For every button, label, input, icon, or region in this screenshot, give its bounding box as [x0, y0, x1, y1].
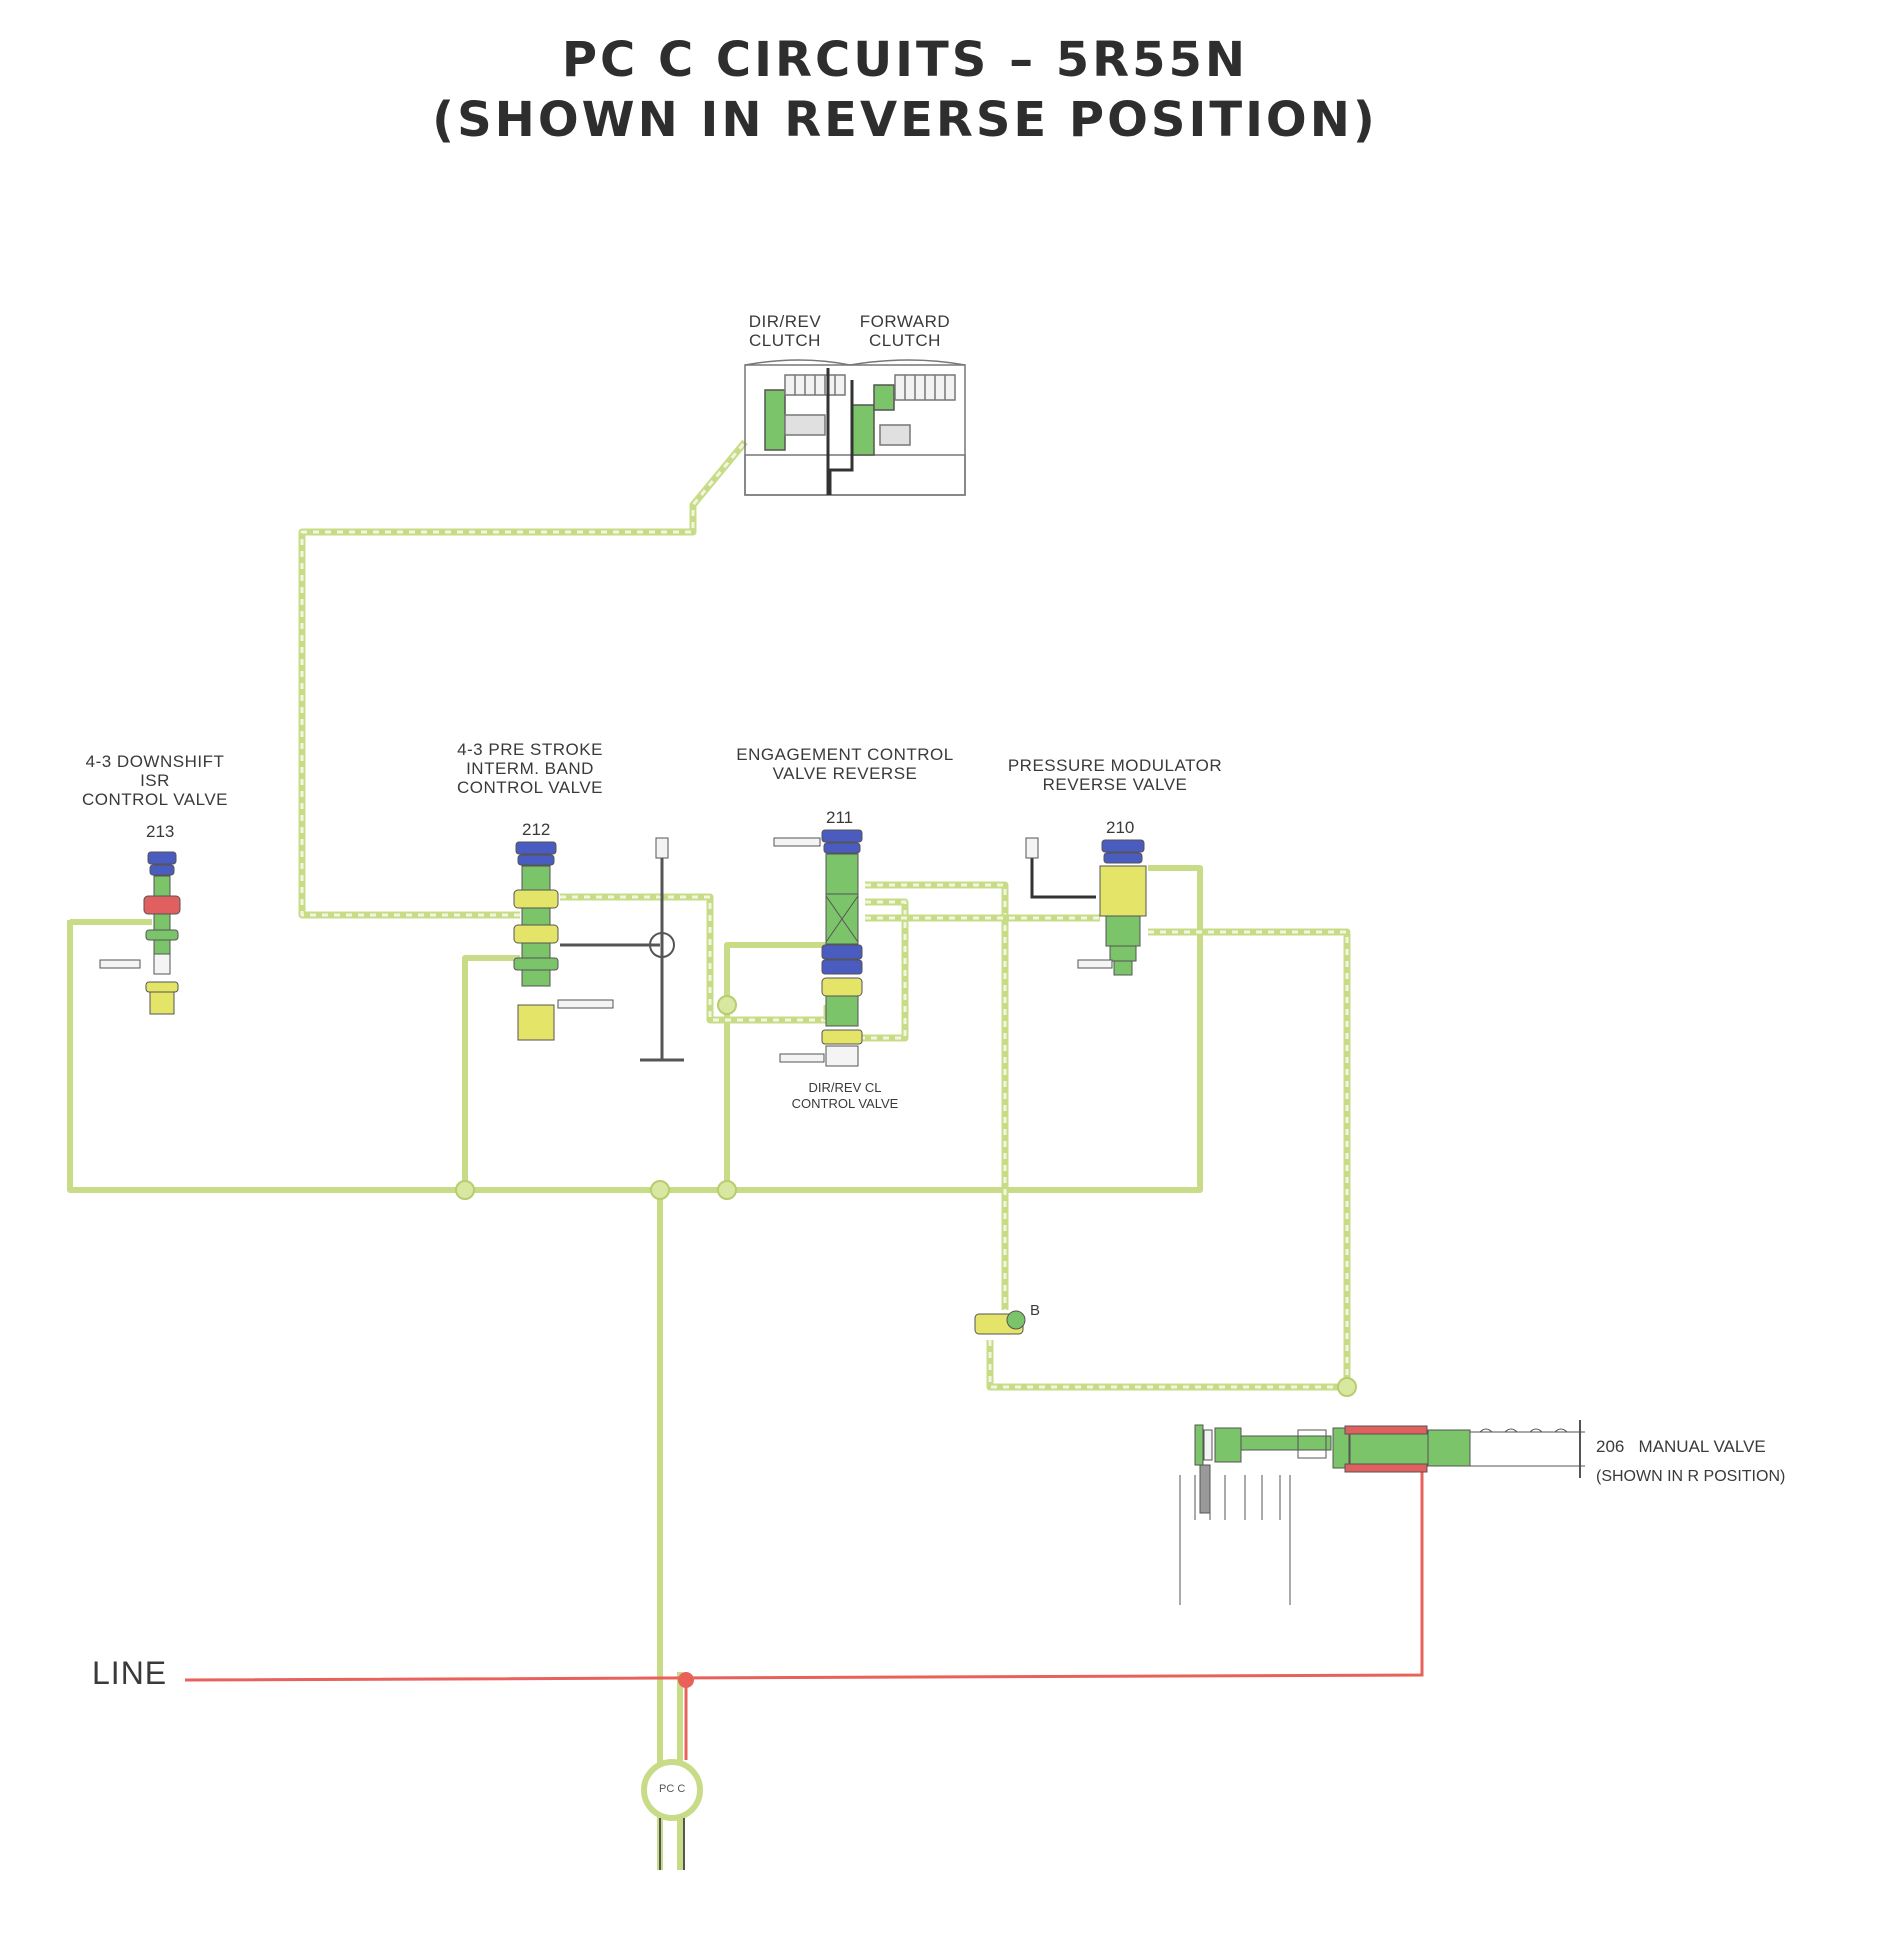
pcc-solid-circuit — [67, 865, 1203, 1870]
valve-213-label-line2: ISR — [140, 771, 170, 790]
valve-212-label-line3: CONTROL VALVE — [457, 778, 603, 797]
manual-valve-206 — [1179, 1420, 1585, 1605]
valve-212-label-line2: INTERM. BAND — [466, 759, 594, 778]
dir-rev-cl-label-line2: CONTROL VALVE — [791, 1096, 899, 1111]
line-circuit-label: LINE — [92, 1655, 168, 1691]
forward-clutch-label-line2: CLUTCH — [869, 331, 941, 350]
valve-213-label-line1: 4-3 DOWNSHIFT — [85, 752, 225, 771]
dir-rev-cl-label-line1: DIR/REV CL — [808, 1080, 882, 1095]
title-line-2: (SHOWN IN REVERSE POSITION) — [432, 92, 1378, 148]
line-circuit — [184, 1458, 1424, 1760]
valve-211-label: ENGAGEMENT CONTROL VALVE REVERSE — [715, 745, 975, 783]
valve-210-label-line1: PRESSURE MODULATOR — [1007, 756, 1223, 775]
valve-211-label-line1: ENGAGEMENT CONTROL — [736, 745, 954, 764]
valve-210-number: 210 — [1106, 818, 1135, 837]
manual-valve-label: 206 MANUAL VALVE (SHOWN IN R POSITION) — [1596, 1432, 1785, 1492]
valve-213-label: 4-3 DOWNSHIFT ISR CONTROL VALVE — [60, 752, 250, 809]
valve-212-label: 4-3 PRE STROKE INTERM. BAND CONTROL VALV… — [430, 740, 630, 797]
dir-rev-cl-control-valve-label: DIR/REV CL CONTROL VALVE — [770, 1080, 920, 1112]
diagram-title: PC C CIRCUITS – 5R55N (SHOWN IN REVERSE … — [0, 30, 1810, 150]
junctions — [455, 995, 1357, 1397]
clutch-assembly — [744, 359, 966, 496]
valve-212 — [513, 837, 684, 1062]
valve-213-number: 213 — [146, 822, 175, 841]
pcc-dashed-circuit — [298, 439, 1351, 1391]
valve-213-label-line3: CONTROL VALVE — [82, 790, 228, 809]
title-line-1: PC C CIRCUITS – 5R55N — [561, 32, 1249, 88]
pcc-solenoid-label: PC C — [659, 1783, 686, 1795]
dir-rev-clutch-label: DIR/REV CLUTCH — [735, 312, 835, 350]
valve-211 — [773, 829, 863, 1067]
valve-210-label-line2: REVERSE VALVE — [1042, 775, 1188, 794]
valve-211-number: 211 — [826, 808, 854, 827]
valve-211-label-line2: VALVE REVERSE — [772, 764, 918, 783]
valve-213 — [99, 851, 181, 1015]
manual-valve-subtitle: (SHOWN IN R POSITION) — [1596, 1468, 1786, 1485]
manual-valve-title: 206 MANUAL VALVE — [1596, 1437, 1766, 1456]
dir-rev-clutch-label-line1: DIR/REV — [748, 312, 822, 331]
valve-210-label: PRESSURE MODULATOR REVERSE VALVE — [985, 756, 1245, 794]
dir-rev-clutch-label-line2: CLUTCH — [749, 331, 821, 350]
forward-clutch-label: FORWARD CLUTCH — [850, 312, 960, 350]
valve-212-label-line1: 4-3 PRE STROKE — [457, 740, 603, 759]
check-ball-label: B — [1030, 1302, 1041, 1319]
forward-clutch-label-line1: FORWARD — [859, 312, 951, 331]
check-ball-b — [974, 1310, 1026, 1335]
line-junction — [678, 1672, 694, 1688]
pcc-solenoid — [641, 1759, 703, 1870]
valve-212-number: 212 — [522, 820, 551, 839]
valve-210 — [1025, 837, 1147, 976]
